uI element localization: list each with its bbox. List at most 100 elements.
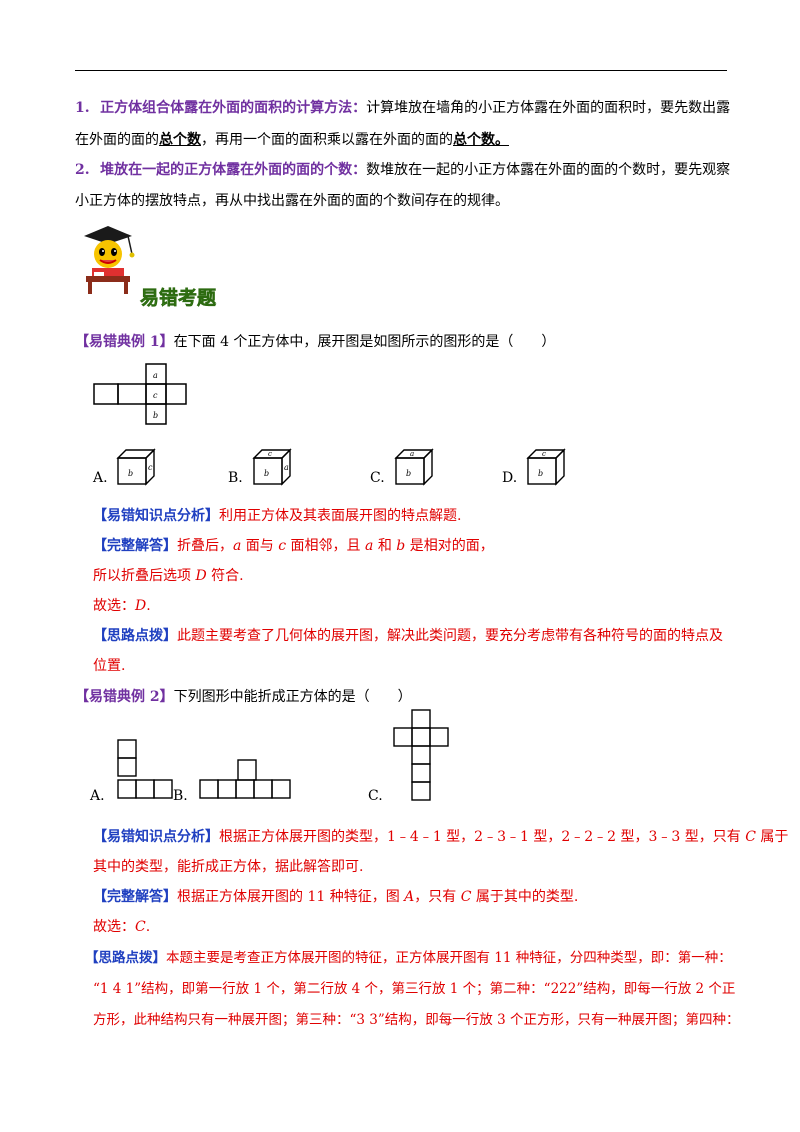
point-1-body: 计算堆放在墙角的小正方体露在外面的面积时，要先数出露 xyxy=(366,100,731,116)
example-2-question-line: 【易错典例 2】下列图形中能折成正方体的是（ ） xyxy=(75,687,412,707)
example-1-net-figure: a c b xyxy=(93,363,187,425)
example-1-tip-tag: 【思路点拨】 xyxy=(93,628,177,644)
option-c-cube: a b xyxy=(394,448,434,486)
example-2-option-b: B. xyxy=(173,788,188,804)
option-b-face-1: c xyxy=(268,450,272,458)
example-2-solution-c: ，只有 xyxy=(414,889,461,905)
option-c-face-2: b xyxy=(406,469,411,478)
solution-var-c: c xyxy=(278,538,287,554)
choice-text: 故选： xyxy=(93,598,135,614)
example-2-choice-line: 故选：C. xyxy=(93,917,150,937)
example-2-tip-line-2: “1 4 1”结构，即第一行放 1 个，第二行放 4 个，第三行放 1 个；第二… xyxy=(93,979,735,999)
example-1-solution-line: 【完整解答】折叠后，a 面与 c 面相邻，且 a 和 b 是相对的面， xyxy=(93,536,494,556)
option-c-face-1: a xyxy=(410,450,414,458)
option-d-cube: c b xyxy=(526,448,566,486)
example-2-option-a: A. xyxy=(90,788,105,804)
net-label-b: b xyxy=(153,411,158,420)
option-d-face-1: c xyxy=(542,450,546,458)
example-1-tag: 【易错典例 1】 xyxy=(75,334,174,350)
example-1-tip-1: 此题主要考查了几何体的展开图，解决此类问题，要充分考虑带有各种符号的面的特点及 xyxy=(177,628,723,644)
point-2-title: 堆放在一起的正方体露在外面的面的个数： xyxy=(100,162,367,178)
example-2-analysis-2: 其中的类型，能折成正方体，据此解答即可. xyxy=(93,859,364,875)
graduate-mascot-icon xyxy=(84,226,135,294)
choice-var: D xyxy=(135,598,147,614)
example-2-choice-text: 故选： xyxy=(93,919,135,935)
net-label-c: c xyxy=(153,391,158,400)
point-2-line-2: 小正方体的摆放特点，再从中找出露在外面的面的个数间存在的规律。 xyxy=(75,191,509,211)
option-b-label: B. xyxy=(228,470,243,486)
point-1-line-2: 在外面的面的总个数，再用一个面的面积乘以露在外面的面的总个数。 xyxy=(75,130,509,150)
example-1-tip-line: 【思路点拨】此题主要考查了几何体的展开图，解决此类问题，要充分考虑带有各种符号的… xyxy=(93,626,723,646)
solution-text-2: 面与 xyxy=(241,538,279,554)
solution-text-4: 和 xyxy=(373,538,397,554)
example-2-analysis-tag: 【易错知识点分析】 xyxy=(93,829,219,845)
example-2-solution-e: 属于其中的类型. xyxy=(471,889,579,905)
example-2-analysis-line-2: 其中的类型，能折成正方体，据此解答即可. xyxy=(93,857,363,877)
solution-text-1: 折叠后， xyxy=(177,538,233,554)
point-2-line-1: 2. 堆放在一起的正方体露在外面的面的个数：数堆放在一起的小正方体露在外面的面的… xyxy=(75,160,730,180)
example-2-tip-3: 方形，此种结构只有一种展开图；第三种：“3 3”结构，即每一行放 3 个正方形，… xyxy=(93,1012,740,1028)
point-2-body-2: 小正方体的摆放特点，再从中找出露在外面的面的个数间存在的规律。 xyxy=(75,193,509,209)
example-2-solution-var-c: C xyxy=(460,889,472,905)
point-1-emphasis-1: 总个数 xyxy=(159,132,201,148)
example-1-tip-line-2: 位置. xyxy=(93,656,125,676)
solution-var-b: b xyxy=(396,538,406,554)
example-2-figures xyxy=(117,709,449,801)
example-2-solution-var-a: A xyxy=(404,889,415,905)
example-2-choice-var: C xyxy=(135,919,146,935)
option-a-cube: b c xyxy=(116,448,156,486)
option-d-face-2: b xyxy=(538,469,543,478)
example-1-choice-line: 故选：D. xyxy=(93,596,151,616)
example-1-analysis-tag: 【易错知识点分析】 xyxy=(93,508,219,524)
point-1-body-2b: ，再用一个面的面积乘以露在外面的面的 xyxy=(201,132,453,148)
example-2-analysis-var-c: C xyxy=(745,829,756,845)
option-b-cube: c a b xyxy=(252,448,292,486)
point-2-body: 数堆放在一起的小正方体露在外面的面的个数时，要先观察 xyxy=(366,162,731,178)
option-c-label: C. xyxy=(370,470,385,486)
example-2-question: 下列图形中能折成正方体的是（ ） xyxy=(173,689,412,705)
point-2-number: 2. xyxy=(75,162,90,178)
example-2-analysis-1a: 根据正方体展开图的类型，1﹣4﹣1 型，2﹣3﹣1 型，2﹣2﹣2 型，3﹣3 … xyxy=(219,829,746,845)
example-1-solution-tag: 【完整解答】 xyxy=(93,538,177,554)
option-a-face-1: b xyxy=(128,469,133,478)
choice-end: . xyxy=(146,598,151,614)
example-1-tip-2: 位置. xyxy=(93,658,126,674)
example-1-analysis: 利用正方体及其表面展开图的特点解题. xyxy=(219,508,462,524)
option-b-face-3: b xyxy=(264,469,269,478)
example-2-choice-end: . xyxy=(145,919,151,935)
solution-var-a2: a xyxy=(365,538,374,554)
option-d-label: D. xyxy=(502,470,518,486)
example-2-tip-2: “1 4 1”结构，即第一行放 1 个，第二行放 4 个，第三行放 1 个；第二… xyxy=(93,981,736,997)
option-b-face-2: a xyxy=(284,463,289,472)
example-2-solution-line: 【完整解答】根据正方体展开图的 11 种特征，图 A，只有 C 属于其中的类型. xyxy=(93,887,578,907)
example-2-tip-1: 本题主要是考查正方体展开图的特征，正方体展开图有 11 种特征，分四种类型，即：… xyxy=(166,950,732,966)
solution-text-5: 是相对的面， xyxy=(405,538,494,554)
example-2-tag: 【易错典例 2】 xyxy=(75,689,174,705)
example-2-tip-tag: 【思路点拨】 xyxy=(85,950,166,966)
example-1-solution-line-2: 所以折叠后选项 D 符合. xyxy=(93,566,244,586)
example-2-tip-line: 【思路点拨】本题主要是考查正方体展开图的特征，正方体展开图有 11 种特征，分四… xyxy=(85,948,732,968)
example-2-tip-line-3: 方形，此种结构只有一种展开图；第三种：“3 3”结构，即每一行放 3 个正方形，… xyxy=(93,1010,739,1030)
example-2-analysis-line: 【易错知识点分析】根据正方体展开图的类型，1﹣4﹣1 型，2﹣3﹣1 型，2﹣2… xyxy=(93,827,788,847)
point-1-body-2a: 在外面的面的 xyxy=(75,132,159,148)
example-1-question: 在下面 4 个正方体中，展开图是如图所示的图形的是（ ） xyxy=(173,334,556,350)
example-1-analysis-line: 【易错知识点分析】利用正方体及其表面展开图的特点解题. xyxy=(93,506,461,526)
example-2-solution-tag: 【完整解答】 xyxy=(93,889,177,905)
solution-var-a: a xyxy=(233,538,242,554)
option-a-label: A. xyxy=(93,470,108,486)
point-1-number: 1. xyxy=(75,100,90,116)
net-label-a: a xyxy=(153,371,158,380)
example-2-option-c: C. xyxy=(368,788,383,804)
solution-2-var-d: D xyxy=(195,568,207,584)
example-2-analysis-1c: 属于 xyxy=(755,829,789,845)
solution-2-text-1: 所以折叠后选项 xyxy=(93,568,196,584)
example-1-question-line: 【易错典例 1】在下面 4 个正方体中，展开图是如图所示的图形的是（ ） xyxy=(75,332,555,352)
example-2-solution-a: 根据正方体展开图的 11 种特征，图 xyxy=(177,889,405,905)
point-1-emphasis-2: 总个数。 xyxy=(453,132,509,148)
point-1-title: 正方体组合体露在外面的面积的计算方法： xyxy=(100,100,367,116)
point-1-line-1: 1. 正方体组合体露在外面的面积的计算方法：计算堆放在墙角的小正方体露在外面的面… xyxy=(75,98,730,118)
solution-2-text-2: 符合. xyxy=(206,568,244,584)
banner-title: 易错考题 xyxy=(140,286,216,309)
header-rule xyxy=(75,70,727,71)
mascot-banner: 易错考题 xyxy=(84,226,216,309)
